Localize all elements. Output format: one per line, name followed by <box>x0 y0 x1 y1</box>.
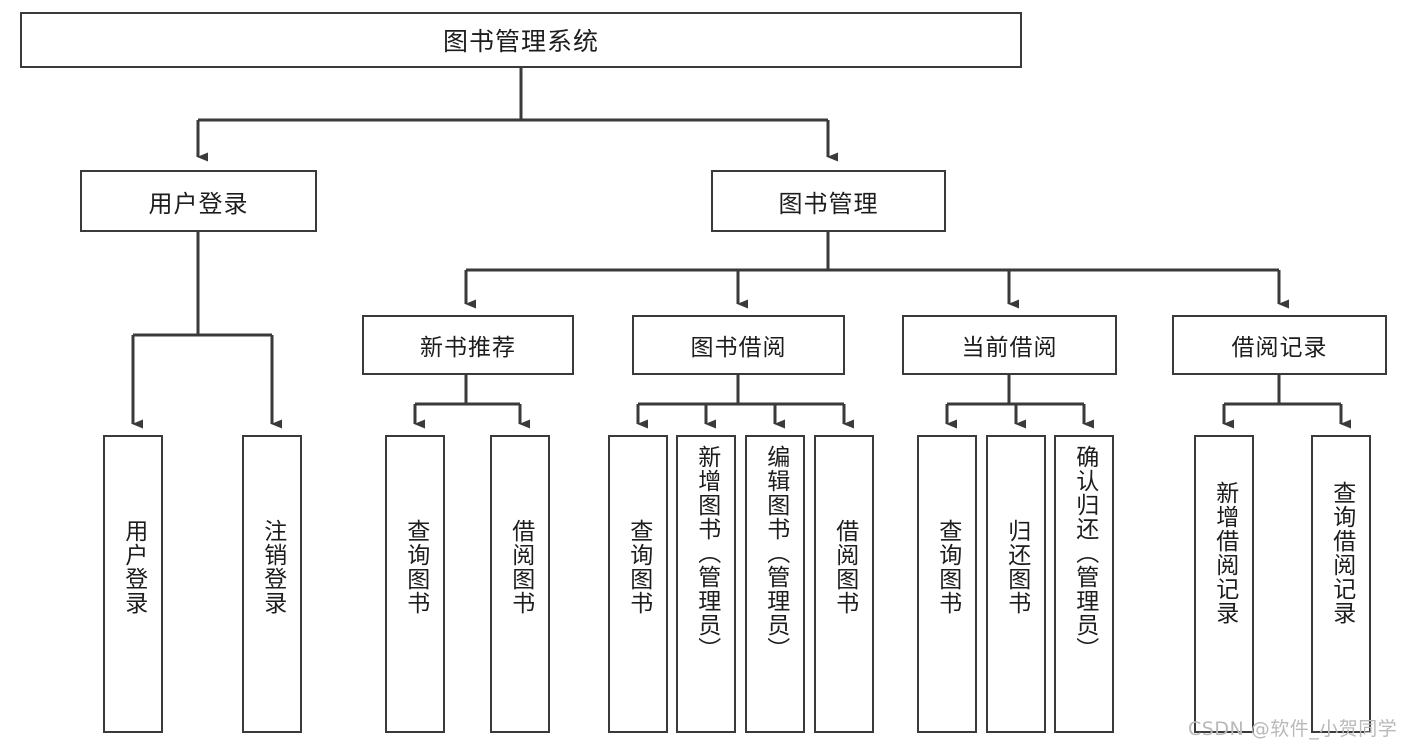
node-borrow-record-label: 借阅记录 <box>1231 335 1328 361</box>
node-leaf-confirm-return-label: 确认归还（管理员） <box>1071 445 1098 661</box>
node-leaf-add-book-label: 新增图书（管理员） <box>693 445 720 661</box>
node-leaf-query-book-2[interactable]: 查询图书 <box>608 435 668 733</box>
node-leaf-borrow-book-1-label: 借阅图书 <box>507 519 534 615</box>
node-leaf-query-book-2-label: 查询图书 <box>625 519 652 615</box>
node-new-book-recommend[interactable]: 新书推荐 <box>362 315 574 375</box>
node-leaf-logout-login[interactable]: 注销登录 <box>242 435 302 733</box>
node-leaf-borrow-book-2-label: 借阅图书 <box>831 519 858 615</box>
node-leaf-query-record[interactable]: 查询借阅记录 <box>1311 435 1371 733</box>
node-current-borrow-label: 当前借阅 <box>961 335 1058 361</box>
node-leaf-return-book[interactable]: 归还图书 <box>986 435 1046 733</box>
node-leaf-user-login[interactable]: 用户登录 <box>103 435 163 733</box>
node-leaf-query-book-3[interactable]: 查询图书 <box>917 435 977 733</box>
node-user-login[interactable]: 用户登录 <box>80 170 317 232</box>
node-leaf-return-book-label: 归还图书 <box>1003 519 1030 615</box>
node-leaf-query-book-1[interactable]: 查询图书 <box>385 435 445 733</box>
node-root[interactable]: 图书管理系统 <box>20 12 1022 68</box>
watermark-text: CSDN @软件_小贺同学 <box>1188 718 1398 740</box>
node-book-management-label: 图书管理 <box>778 189 879 218</box>
node-leaf-add-record-label: 新增借阅记录 <box>1211 481 1238 625</box>
node-book-borrow[interactable]: 图书借阅 <box>632 315 845 375</box>
node-leaf-confirm-return[interactable]: 确认归还（管理员） <box>1054 435 1114 733</box>
node-leaf-logout-login-label: 注销登录 <box>259 519 286 615</box>
node-book-borrow-label: 图书借阅 <box>690 335 787 361</box>
node-root-label: 图书管理系统 <box>442 27 599 56</box>
node-book-management[interactable]: 图书管理 <box>711 170 946 232</box>
node-leaf-borrow-book-2[interactable]: 借阅图书 <box>814 435 874 733</box>
node-leaf-query-book-3-label: 查询图书 <box>934 519 961 615</box>
node-user-login-label: 用户登录 <box>148 189 249 218</box>
node-current-borrow[interactable]: 当前借阅 <box>902 315 1117 375</box>
node-leaf-borrow-book-1[interactable]: 借阅图书 <box>490 435 550 733</box>
node-new-book-recommend-label: 新书推荐 <box>420 335 516 361</box>
node-leaf-add-book[interactable]: 新增图书（管理员） <box>676 435 736 733</box>
node-leaf-edit-book-label: 编辑图书（管理员） <box>762 445 789 661</box>
node-leaf-query-book-1-label: 查询图书 <box>402 519 429 615</box>
node-leaf-query-record-label: 查询借阅记录 <box>1328 481 1355 625</box>
node-leaf-add-record[interactable]: 新增借阅记录 <box>1194 435 1254 733</box>
node-leaf-user-login-label: 用户登录 <box>120 519 147 615</box>
node-borrow-record[interactable]: 借阅记录 <box>1172 315 1387 375</box>
node-leaf-edit-book[interactable]: 编辑图书（管理员） <box>745 435 805 733</box>
